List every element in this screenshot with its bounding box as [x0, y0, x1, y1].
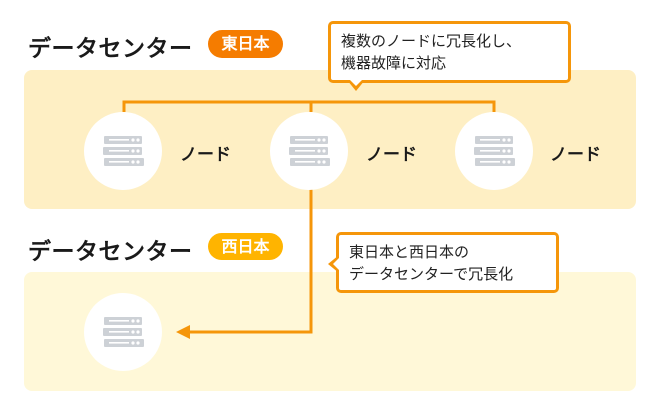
server-icon — [289, 136, 330, 166]
callout-line: 複数のノードに冗長化し、 — [341, 32, 522, 50]
east-node-2 — [270, 112, 348, 190]
west-node-1 — [84, 293, 162, 371]
east-node-1 — [84, 112, 162, 190]
callout-tail-left — [328, 255, 339, 273]
callout-line: 機器故障に対応 — [341, 54, 447, 72]
west-datacenter-title: データセンター — [28, 239, 193, 265]
east-datacenter-title: データセンター — [28, 36, 193, 62]
east-node-bus-line — [122, 100, 496, 112]
east-region-badge: 東日本 — [208, 30, 283, 58]
east-node-3 — [455, 112, 533, 190]
node-redundancy-callout: 複数のノードに冗長化し、 機器故障に対応 — [328, 21, 571, 83]
callout-tail-down — [347, 80, 365, 91]
server-icon — [474, 136, 515, 166]
callout-line: 東日本と西日本の — [349, 243, 470, 261]
replication-arrowhead — [176, 325, 190, 339]
east-node-1-label: ノード — [180, 145, 231, 165]
server-icon — [103, 317, 144, 347]
callout-line: データセンターで冗長化 — [349, 265, 514, 283]
replication-line — [188, 188, 313, 334]
east-node-3-label: ノード — [550, 145, 601, 165]
east-node-2-label: ノード — [366, 145, 417, 165]
datacenter-redundancy-callout: 東日本と西日本の データセンターで冗長化 — [336, 232, 559, 293]
server-icon — [103, 136, 144, 166]
west-region-badge: 西日本 — [208, 233, 283, 260]
